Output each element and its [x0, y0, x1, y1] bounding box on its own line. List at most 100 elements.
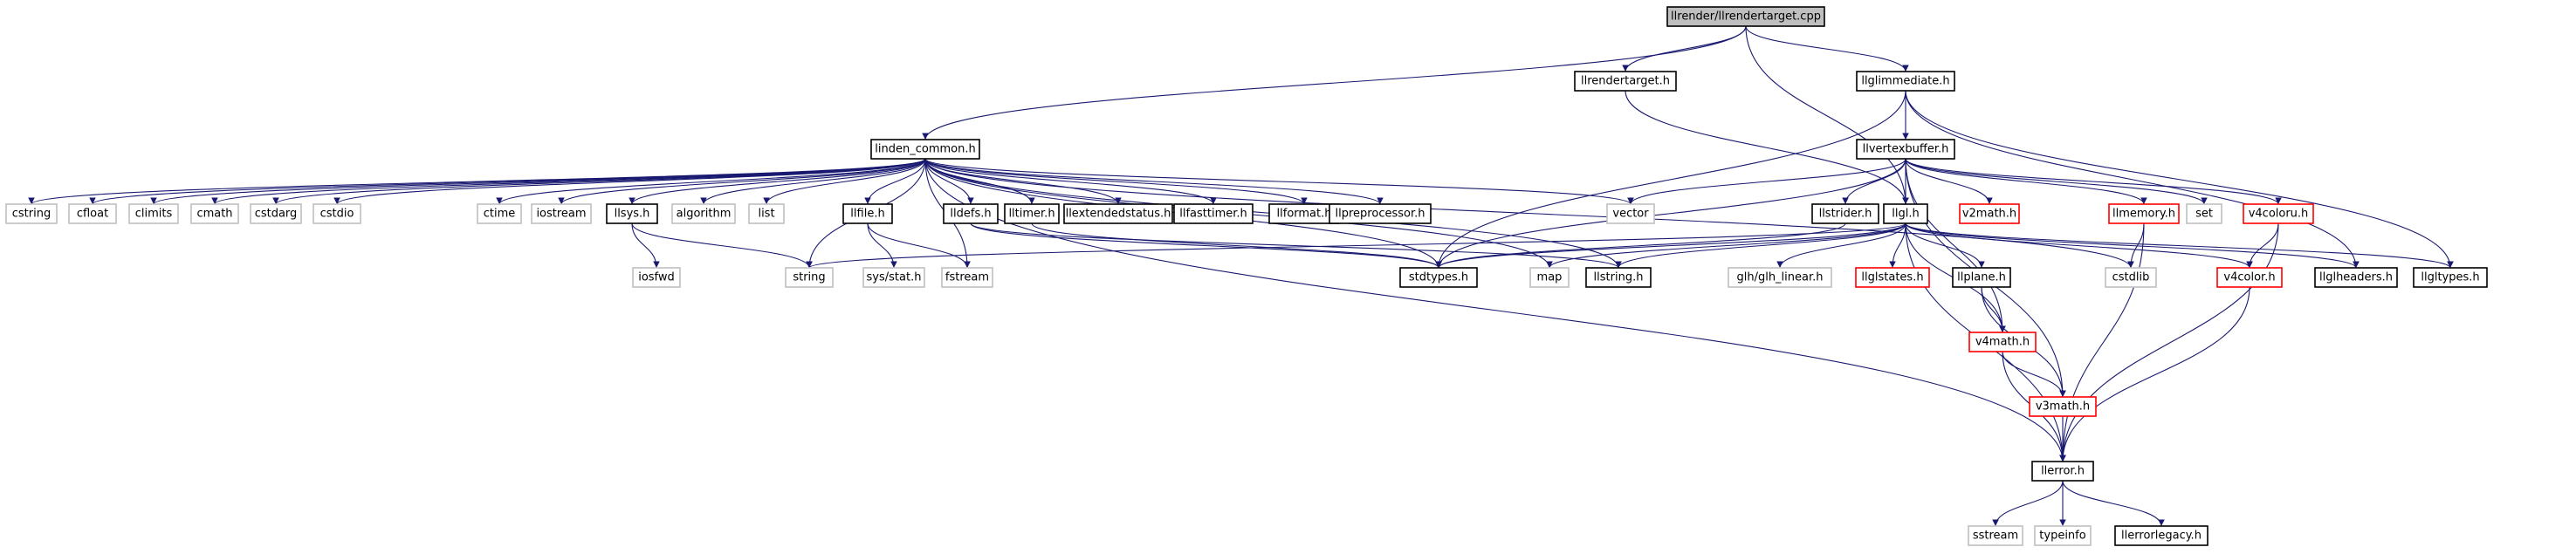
node-cstdlib: cstdlib: [2105, 267, 2157, 288]
edge-linden_common_h-to-cfloat: [89, 158, 926, 205]
node-lldefs_h[interactable]: lldefs.h: [943, 203, 999, 224]
node-llgltypes_h[interactable]: llgltypes.h: [2413, 267, 2488, 288]
node-box: [2186, 203, 2222, 224]
node-llerror_h[interactable]: llerror.h: [2031, 461, 2094, 482]
edge-llfile_h-to-sys_stat_h: [867, 222, 897, 269]
node-llgl_h[interactable]: llgl.h: [1883, 203, 1928, 224]
node-box: [1959, 203, 2020, 224]
node-iosfwd: iosfwd: [632, 267, 681, 288]
node-sys_stat_h: sys/stat.h: [862, 267, 925, 288]
node-llmemory_h[interactable]: llmemory.h: [2108, 203, 2180, 224]
node-v3math_h[interactable]: v3math.h: [2029, 396, 2097, 417]
node-box: [2413, 267, 2488, 288]
node-llpreprocessor_h[interactable]: llpreprocessor.h: [1329, 203, 1432, 224]
node-iostream: iostream: [531, 203, 592, 224]
node-llerrorlegacy_h[interactable]: llerrorlegacy.h: [2114, 525, 2208, 546]
node-label: v2math.h: [1962, 208, 2016, 221]
edge-llgl_h-to-v4color_h: [1905, 222, 2253, 269]
node-box: [2029, 396, 2097, 417]
node-vector: vector: [1606, 203, 1655, 224]
node-llglimmediate_h[interactable]: llglimmediate.h: [1856, 71, 1955, 92]
node-box: [2105, 267, 2157, 288]
edge-llerror_h-to-sstream: [1992, 480, 2064, 527]
node-llstring_h[interactable]: llstring.h: [1585, 267, 1652, 288]
node-llglstates_h[interactable]: llglstates.h: [1855, 267, 1930, 288]
node-box: [870, 139, 980, 160]
edge-linden_common_h-to-llfasttimer_h: [924, 158, 1217, 205]
edge-llglimmediate_h-to-stdtypes_h: [1435, 90, 1906, 269]
node-box: [1173, 203, 1254, 224]
node-box: [1728, 267, 1832, 288]
edge-llglimmediate_h-to-llglheaders_h: [1905, 90, 2360, 269]
edge-v4coloru_h-to-v4color_h: [2246, 222, 2279, 269]
node-v4coloru_h[interactable]: v4coloru.h: [2243, 203, 2314, 224]
node-box: [1811, 203, 1879, 224]
node-v2math_h[interactable]: v2math.h: [1959, 203, 2020, 224]
node-llsys_h[interactable]: llsys.h: [606, 203, 658, 224]
node-box: [842, 203, 893, 224]
node-box: [477, 203, 522, 224]
node-stdtypes_h[interactable]: stdtypes.h: [1399, 267, 1478, 288]
node-label: string: [793, 271, 825, 284]
edge-llglimmediate_h-to-llgltypes_h: [1905, 90, 2454, 269]
node-label: llfasttimer.h: [1179, 208, 1247, 221]
edge-lltimer_h-to-stdtypes_h: [1031, 222, 1442, 269]
edge-llmemory_h-to-llerror_h: [2059, 222, 2145, 462]
node-box: [2114, 525, 2208, 546]
edge-llvertexbuffer_h-to-set: [1905, 158, 2208, 205]
node-glh_linear_h: glh/glh_linear.h: [1728, 267, 1832, 288]
node-label: llpreprocessor.h: [1336, 208, 1425, 221]
edge-llvertexbuffer_h-to-llmemory_h: [1905, 158, 2147, 205]
node-box: [941, 267, 993, 288]
node-box: [190, 203, 239, 224]
node-box: [1329, 203, 1432, 224]
node-llplane_h[interactable]: llplane.h: [1952, 267, 2011, 288]
node-label: algorithm: [677, 208, 732, 221]
edge-root-to-llgl_h: [1745, 25, 1909, 205]
node-llvertexbuffer_h[interactable]: llvertexbuffer.h: [1856, 139, 1955, 160]
node-box: [128, 203, 179, 224]
edge-linden_common_h-to-cstdlib: [924, 158, 2134, 269]
node-label: v4coloru.h: [2249, 208, 2309, 221]
node-label: llstring.h: [1594, 271, 1644, 284]
node-llformat_h[interactable]: llformat.h: [1268, 203, 1340, 224]
node-box: [1968, 332, 2037, 352]
node-box: [5, 203, 58, 224]
node-root[interactable]: llrender/llrendertarget.cpp: [1666, 6, 1825, 27]
node-box: [2243, 203, 2314, 224]
node-v4math_h[interactable]: v4math.h: [1968, 332, 2037, 352]
edge-linden_common_h-to-vector: [924, 158, 1634, 205]
node-label: sys/stat.h: [867, 271, 922, 284]
edge-llvertexbuffer_h-to-v2math_h: [1905, 158, 1993, 205]
edge-linden_common_h-to-llfile_h: [864, 158, 926, 205]
edge-llgl_h-to-llglheaders_h: [1905, 222, 2360, 269]
node-llstrider_h[interactable]: llstrider.h: [1811, 203, 1879, 224]
node-label: llvertexbuffer.h: [1863, 143, 1949, 156]
node-linden_common_h[interactable]: linden_common.h: [870, 139, 980, 160]
node-llfasttimer_h[interactable]: llfasttimer.h: [1173, 203, 1254, 224]
node-box: [313, 203, 361, 224]
edge-llsys_h-to-iosfwd: [631, 222, 660, 269]
node-v4color_h[interactable]: v4color.h: [2216, 267, 2283, 288]
node-label: cmath: [196, 208, 232, 221]
node-llglheaders_h[interactable]: llglheaders.h: [2314, 267, 2398, 288]
edge-lldefs_h-to-llstring_h: [970, 222, 1622, 269]
node-box: [1856, 71, 1955, 92]
edge-llgl_h-to-glh_linear_h: [1776, 222, 1906, 269]
edge-linden_common_h-to-llsys_h: [629, 158, 926, 205]
edge-linden_common_h-to-list: [763, 158, 926, 205]
node-box: [632, 267, 681, 288]
edge-lldefs_h-to-stdtypes_h: [970, 222, 1442, 269]
edge-linden_common_h-to-cstdarg: [272, 158, 926, 205]
node-box: [943, 203, 999, 224]
node-llrendertarget_h[interactable]: llrendertarget.h: [1574, 71, 1677, 92]
node-fstream: fstream: [941, 267, 993, 288]
node-llfile_h[interactable]: llfile.h: [842, 203, 893, 224]
node-label: v4color.h: [2223, 271, 2275, 284]
node-box: [250, 203, 302, 224]
node-lltimer_h[interactable]: lltimer.h: [1004, 203, 1060, 224]
node-cstdio: cstdio: [313, 203, 361, 224]
node-llextendedstatus_h[interactable]: llextendedstatus.h: [1063, 203, 1173, 224]
edge-llvertexbuffer_h-to-v4math_h: [1905, 158, 2006, 333]
